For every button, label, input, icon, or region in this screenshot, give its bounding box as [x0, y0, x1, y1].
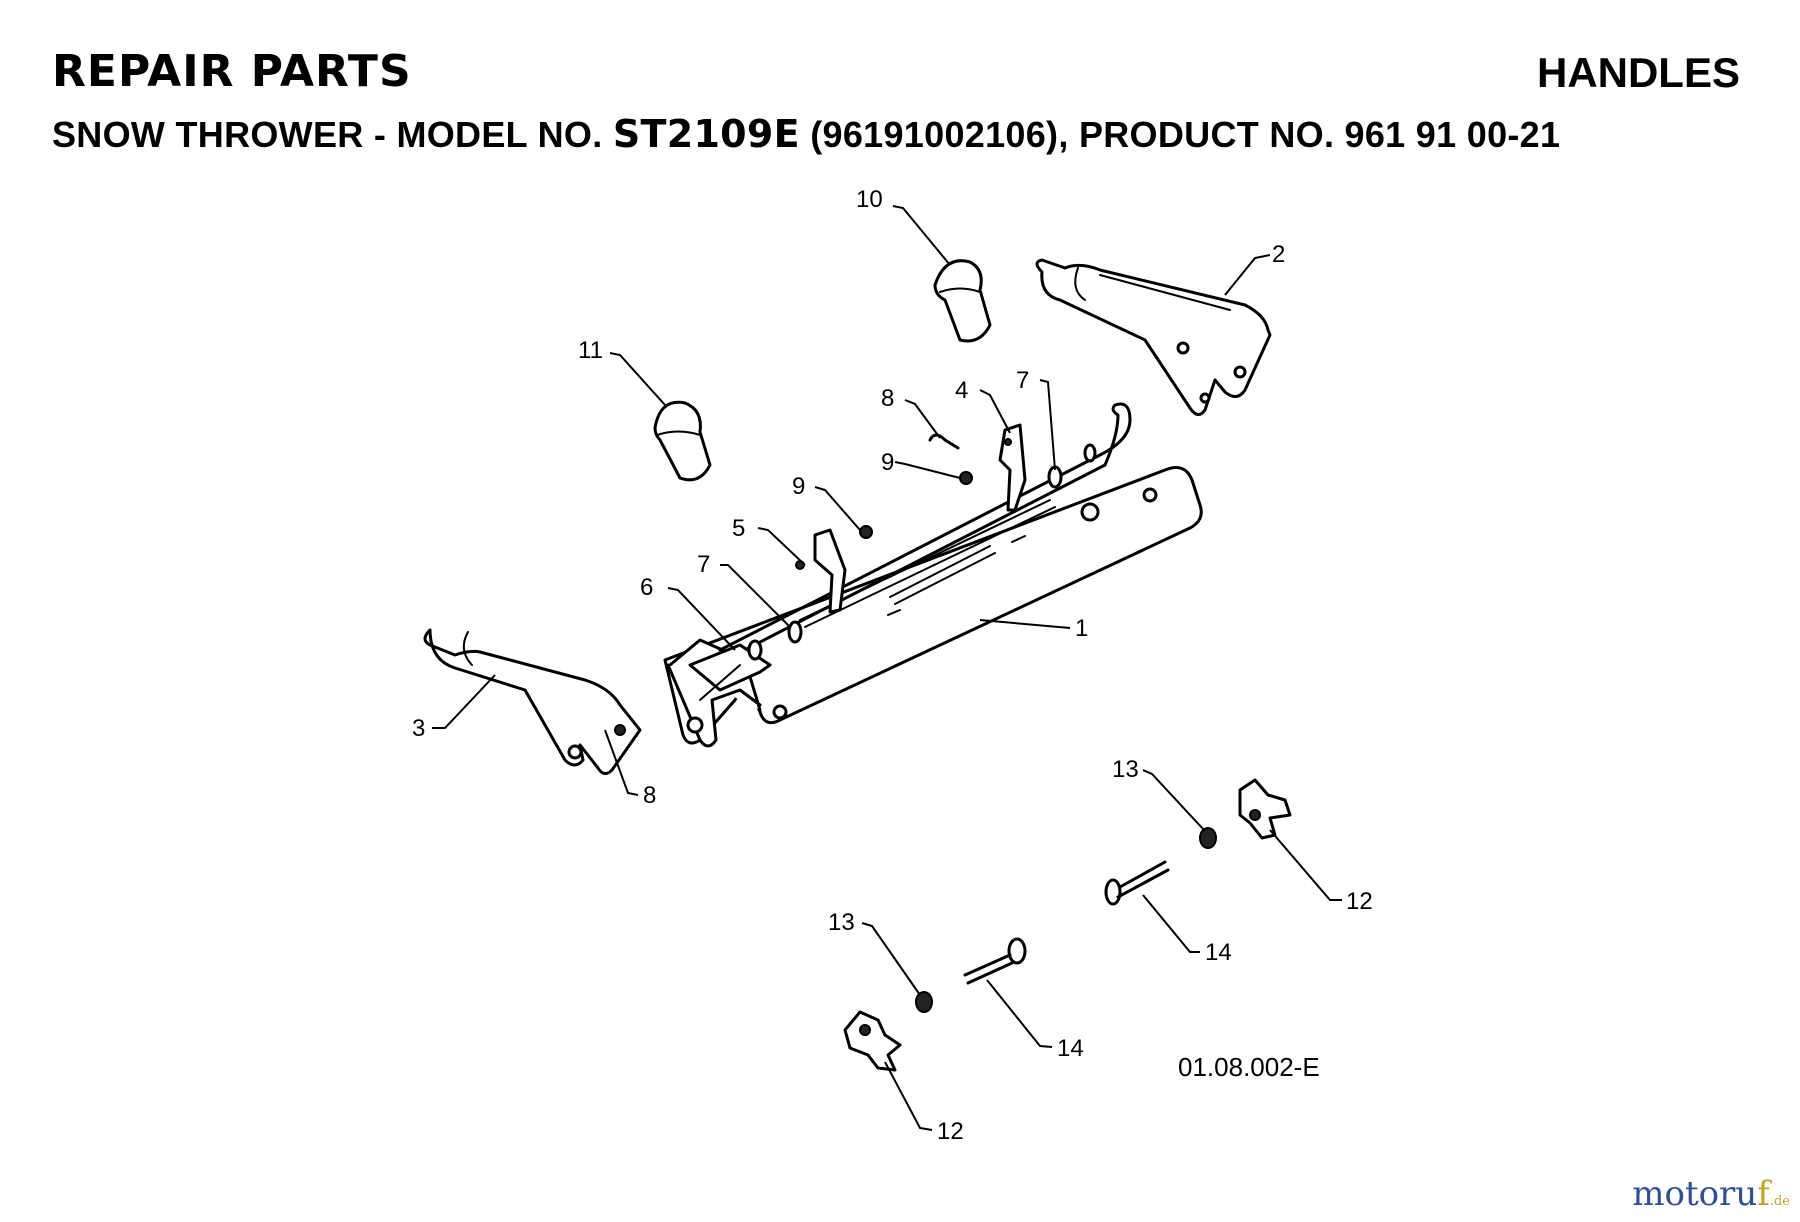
callout-12-upper: 12	[1346, 888, 1373, 915]
callout-9-lower: 9	[792, 473, 805, 500]
part-10-knob	[933, 259, 992, 343]
part-14-bolts	[963, 860, 1170, 985]
callout-14-lower: 14	[1057, 1035, 1084, 1062]
callout-13-lower: 13	[828, 909, 855, 936]
section-title: HANDLES	[1536, 49, 1740, 96]
subtitle-suffix: (96191002106), PRODUCT NO. 961 91 00-21	[799, 114, 1561, 155]
callout-2: 2	[1272, 241, 1285, 268]
model-number: ST2109E	[612, 112, 800, 156]
watermark-logo: motoruf.de	[1632, 1174, 1790, 1214]
callout-1: 1	[1075, 615, 1088, 642]
leader-lines	[432, 205, 1342, 1131]
part-12-knob-upper	[1238, 778, 1292, 840]
callout-3: 3	[412, 715, 425, 742]
callout-4: 4	[955, 377, 968, 404]
callout-14-upper: 14	[1205, 939, 1232, 966]
callout-13-upper: 13	[1112, 756, 1139, 783]
callout-7-lower: 7	[697, 551, 710, 578]
part-13-nuts	[915, 827, 1217, 1013]
page-title: REPAIR PARTS	[52, 46, 412, 97]
part-3-left-handle	[423, 628, 642, 775]
callout-10: 10	[856, 186, 883, 213]
callout-9-upper: 9	[881, 449, 894, 476]
part-11-knob	[653, 400, 712, 482]
part-5-bracket	[795, 528, 847, 614]
part-4-bracket	[998, 423, 1027, 512]
part-12-knob-lower	[843, 1010, 902, 1072]
callout-11: 11	[578, 337, 603, 364]
callout-5: 5	[732, 515, 745, 542]
model-subtitle: SNOW THROWER - MODEL NO. ST2109E (961910…	[52, 115, 1560, 153]
callout-8-upper: 8	[881, 385, 894, 412]
part-2-right-handle	[1035, 258, 1272, 416]
callout-6: 6	[640, 574, 653, 601]
callout-labels: 1 2 3 4 5 6 7 7 8 8 9 9 10 11 12 12 13 1…	[412, 186, 1373, 1145]
callout-12-lower: 12	[937, 1118, 964, 1145]
callout-7-upper: 7	[1016, 367, 1029, 394]
part-1-handle-panel	[663, 466, 1203, 748]
callout-8-lower: 8	[643, 782, 656, 809]
subtitle-prefix: SNOW THROWER - MODEL NO.	[52, 114, 613, 155]
drawing-reference-code: 01.08.002-E	[1178, 1052, 1320, 1082]
part-7-washers	[747, 443, 1097, 661]
